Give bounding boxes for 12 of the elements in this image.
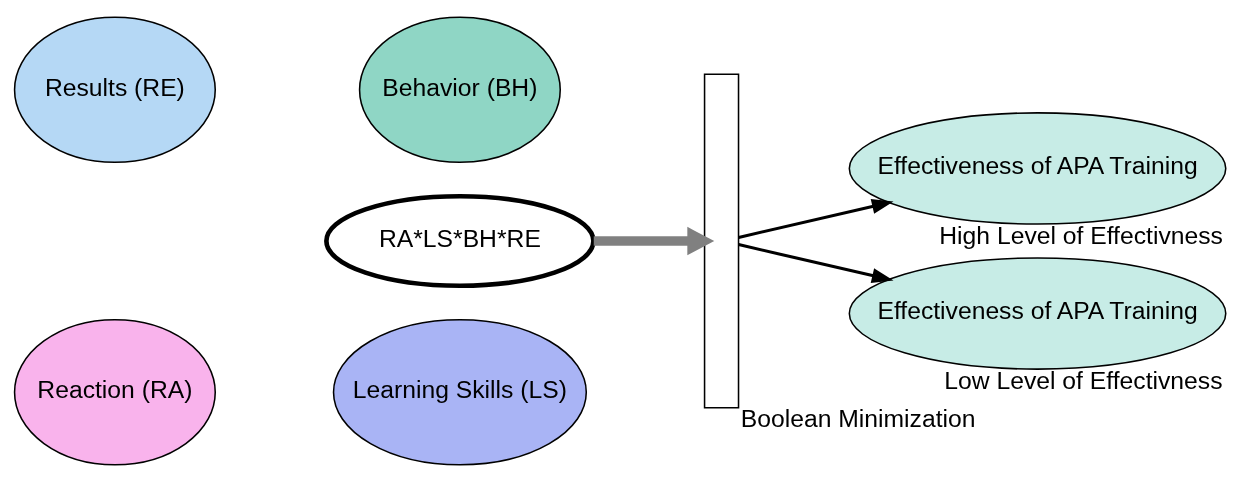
node-ellipse: Results (RE) [13, 16, 216, 164]
node-bar [703, 73, 740, 409]
node-ellipse: Behavior (BH) [358, 16, 561, 164]
arrow [738, 199, 894, 239]
arrow [593, 226, 715, 256]
node-ellipse: Learning Skills (LS) [332, 318, 588, 466]
node-ellipse: Effectiveness of APA Training [848, 112, 1227, 225]
node-ellipse: Effectiveness of APA Training [848, 257, 1227, 370]
arrow [738, 243, 894, 283]
node-label: Boolean Minimization [740, 405, 976, 433]
node-ellipse: RA*LS*BH*RE [324, 193, 596, 289]
node-ellipse: Reaction (RA) [13, 318, 216, 466]
